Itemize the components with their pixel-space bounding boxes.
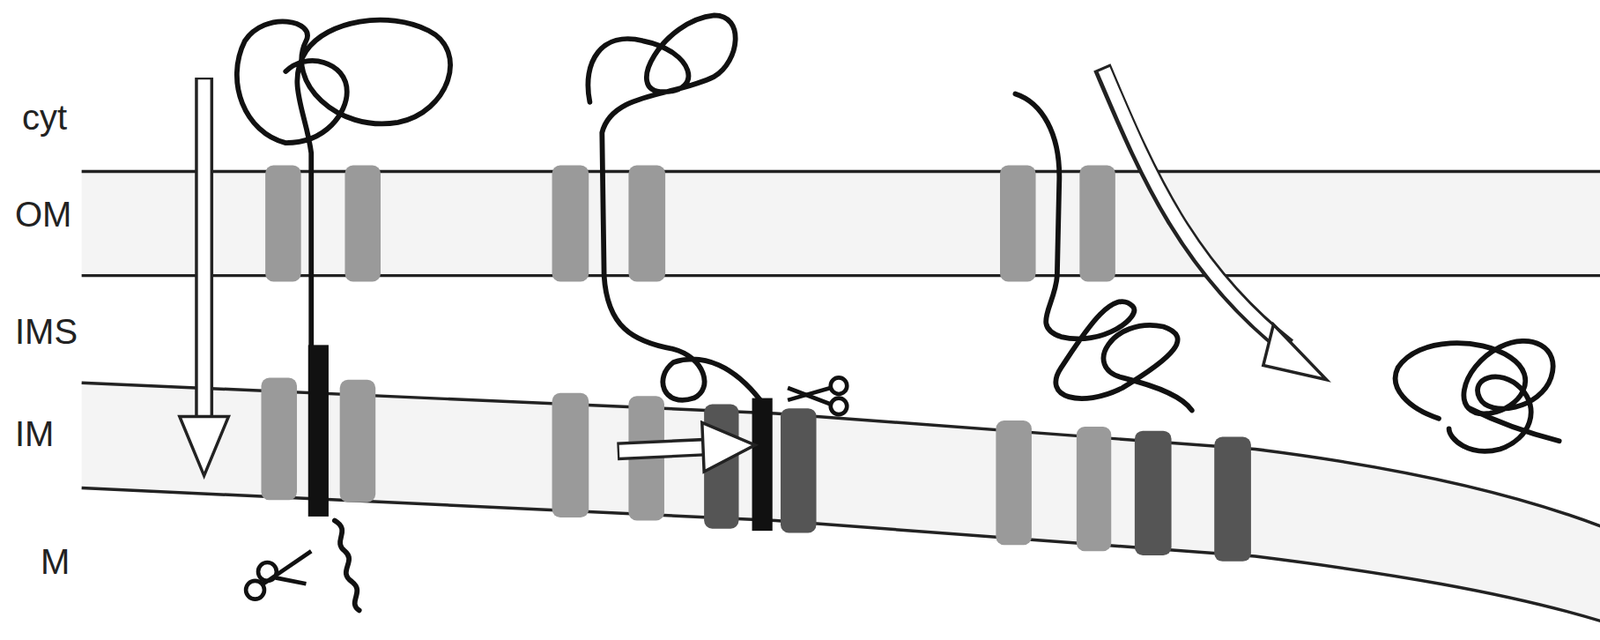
compartment-label: IMS (14, 311, 78, 352)
compartment-label: IM (14, 413, 54, 454)
imported-protein (1014, 94, 1192, 411)
compartment-label: cyt (22, 96, 67, 138)
tim23-pore (260, 377, 1112, 551)
folded-protein (1395, 340, 1560, 452)
oxa-pore (703, 404, 1252, 562)
lateral-arrow (617, 422, 756, 472)
presequence-bar (308, 344, 329, 517)
scissors (787, 377, 847, 415)
release-arrow (1102, 66, 1327, 379)
scissors (245, 550, 312, 599)
precursor-protein (237, 20, 451, 611)
tom-pore (265, 165, 1116, 282)
precursor-protein (587, 14, 760, 400)
compartment-label: OM (14, 193, 72, 235)
compartment-label: M (40, 540, 70, 582)
import-arrow (179, 77, 230, 476)
sorting-signal-bar (752, 398, 773, 532)
